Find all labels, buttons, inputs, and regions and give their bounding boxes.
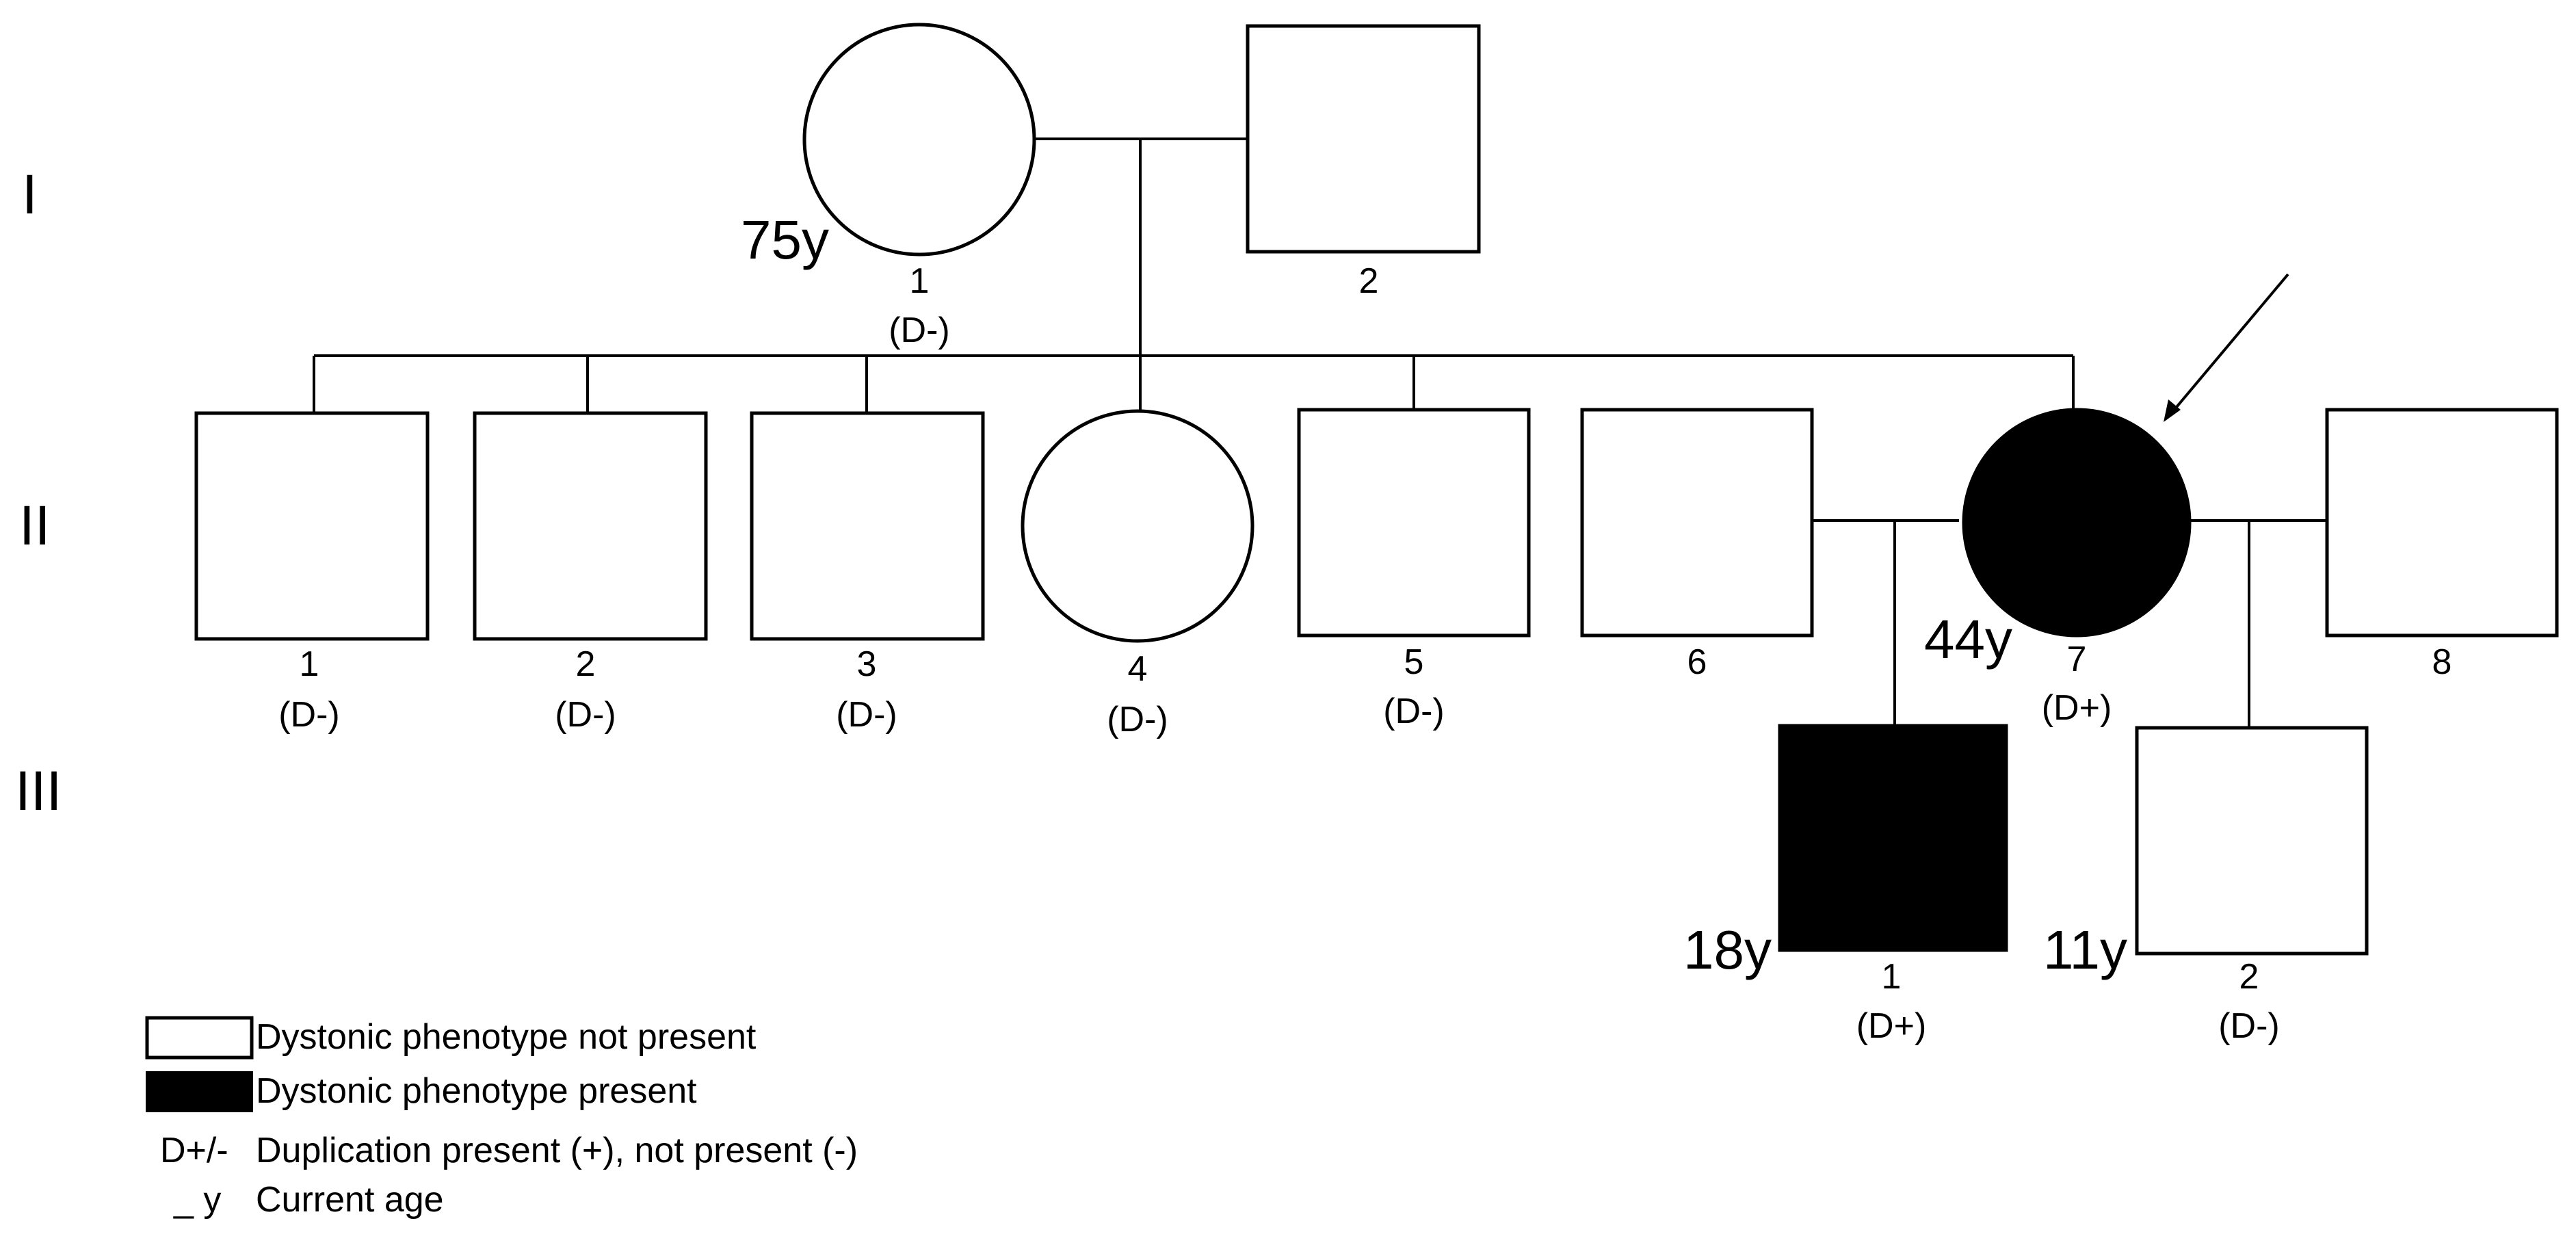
generation-label-2: II xyxy=(19,495,51,557)
individual-number: 8 xyxy=(2432,642,2452,682)
individual-number: 4 xyxy=(1128,649,1148,689)
individual-number: 7 xyxy=(2067,640,2087,679)
individual-number: 1 xyxy=(300,644,319,684)
individual-i-1: 1 (D-) 75y xyxy=(741,23,1036,350)
genotype-label: (D-) xyxy=(836,695,897,735)
genotype-label: (D-) xyxy=(2218,1006,2280,1046)
male-symbol-icon xyxy=(1778,724,2008,952)
individual-ii-8: 8 xyxy=(2325,408,2559,682)
proband-arrow-head xyxy=(2164,399,2181,422)
legend-duplication-symbol: D+/- xyxy=(160,1131,228,1170)
legend: Dystonic phenotype not present Dystonic … xyxy=(145,1016,858,1220)
proband-arrow-icon xyxy=(2164,273,2289,422)
individual-i-2: 2 xyxy=(1246,24,1481,301)
age-label: 75y xyxy=(741,209,829,270)
individual-number: 2 xyxy=(2239,957,2259,997)
individual-number: 2 xyxy=(1359,261,1379,301)
legend-unaffected-swatch xyxy=(145,1016,254,1060)
individual-ii-3: 3 (D-) xyxy=(750,411,985,735)
age-label: 44y xyxy=(1924,609,2012,670)
male-symbol-icon xyxy=(2325,408,2559,638)
age-label: 11y xyxy=(2043,919,2127,980)
individual-number: 2 xyxy=(576,644,596,684)
individual-number: 1 xyxy=(1882,957,1902,997)
genotype-label: (D-) xyxy=(555,695,616,735)
individual-number: 3 xyxy=(857,644,877,684)
genotype-label: (D-) xyxy=(889,311,950,350)
individual-ii-4: 4 (D-) xyxy=(1021,409,1254,739)
genotype-label: (D+) xyxy=(2042,688,2112,728)
proband-arrow-shaft xyxy=(2172,273,2289,412)
male-symbol-icon xyxy=(1297,408,1531,638)
legend-age-label: Current age xyxy=(256,1180,444,1220)
female-symbol-icon xyxy=(802,23,1036,257)
generation-label-1: I xyxy=(22,163,38,226)
male-symbol-icon xyxy=(1580,408,1814,638)
individual-iii-1: 1 (D+) 18y xyxy=(1683,724,2008,1046)
female-symbol-icon xyxy=(1021,409,1254,643)
individual-number: 6 xyxy=(1687,642,1707,682)
pedigree-lines xyxy=(313,137,2327,728)
genotype-label: (D-) xyxy=(1383,692,1445,731)
male-symbol-icon xyxy=(1246,24,1481,254)
individual-ii-2: 2 (D-) xyxy=(473,411,708,735)
individual-ii-6: 6 xyxy=(1580,408,1814,682)
male-symbol-icon xyxy=(473,411,708,641)
genotype-label: (D+) xyxy=(1856,1006,1927,1046)
male-symbol-icon xyxy=(750,411,985,641)
individual-ii-7: 7 (D+) 44y xyxy=(1924,408,2192,728)
legend-affected-label: Dystonic phenotype present xyxy=(256,1071,697,1111)
age-label: 18y xyxy=(1683,919,1772,980)
individual-ii-5: 5 (D-) xyxy=(1297,408,1531,731)
female-symbol-icon xyxy=(1962,408,2192,638)
genotype-label: (D-) xyxy=(278,695,340,735)
legend-duplication-label: Duplication present (+), not present (-) xyxy=(256,1131,858,1170)
legend-unaffected-label: Dystonic phenotype not present xyxy=(256,1017,757,1057)
male-symbol-icon xyxy=(194,411,430,641)
male-symbol-icon xyxy=(2135,726,2369,956)
individual-number: 5 xyxy=(1404,642,1424,682)
generation-label-3: III xyxy=(15,760,62,822)
genotype-label: (D-) xyxy=(1107,700,1168,739)
legend-age-symbol: _ y xyxy=(173,1180,221,1220)
individual-number: 1 xyxy=(910,261,930,301)
individual-ii-1: 1 (D-) xyxy=(194,411,430,735)
legend-affected-swatch xyxy=(146,1071,253,1112)
individual-iii-2: 2 (D-) 11y xyxy=(2043,726,2369,1046)
